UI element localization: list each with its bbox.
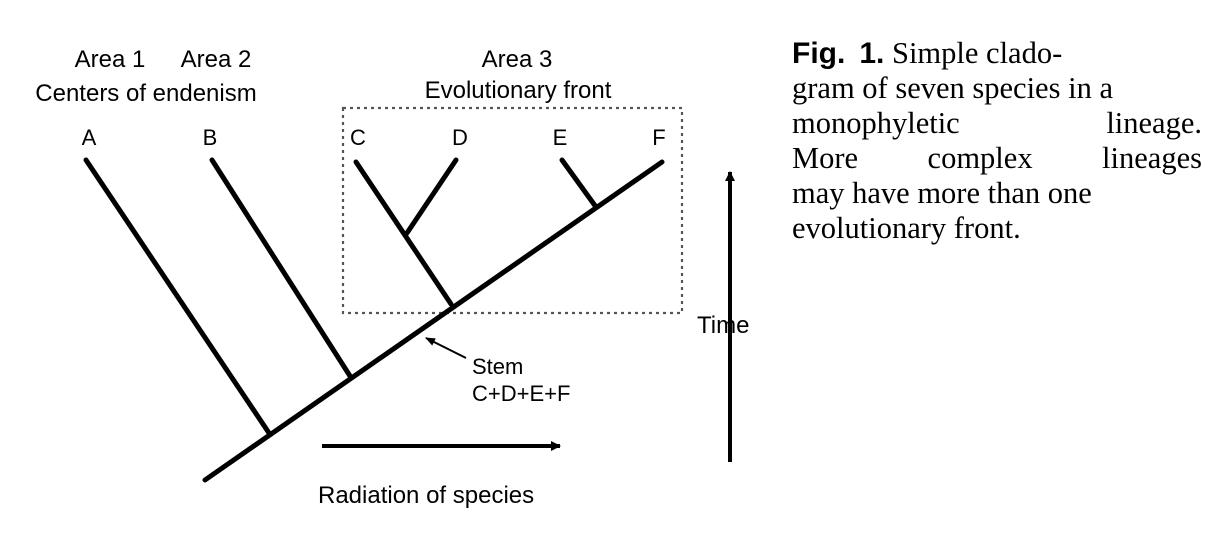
caption-line-4-word-1: More <box>792 141 859 175</box>
caption-line-1-text: Simple clado- <box>891 36 1063 70</box>
figure-number: 1. <box>859 37 885 70</box>
species-b-label: B <box>202 125 218 150</box>
area-3-label: Area 3 <box>481 46 553 73</box>
caption-line-4-word-2: complex <box>927 141 1033 175</box>
radiation-label: Radiation of species <box>318 482 535 509</box>
stem-label: Stem <box>472 354 524 379</box>
species-e-label: E <box>552 125 568 150</box>
main-stem-branch <box>202 159 665 483</box>
branch-b <box>209 157 353 379</box>
figure-caption: Fig. 1. Simple clado- gram of seven speci… <box>792 36 1202 246</box>
caption-line-3: monophyletic lineage. <box>792 106 1202 141</box>
cladogram-diagram <box>83 106 735 483</box>
figure-label: Fig. <box>792 37 846 70</box>
centers-of-endemism-label: Centers of endenism <box>35 80 257 107</box>
caption-line-3-word-1: monophyletic <box>792 106 960 140</box>
branch-a <box>83 157 272 436</box>
caption-line-4: More complex lineages <box>792 141 1202 176</box>
species-f-label: F <box>652 125 666 150</box>
caption-line-6: evolutionary front. <box>792 211 1021 245</box>
evolutionary-front-box <box>341 106 684 315</box>
caption-line-1: Fig. 1. Simple clado- <box>792 36 1202 71</box>
species-c-label: C <box>350 125 366 150</box>
branch-cd <box>353 159 454 307</box>
caption-line-5: may have more than one <box>792 176 1092 210</box>
area-2-label: Area 2 <box>180 46 252 73</box>
stem-pointer-arrow <box>425 337 467 359</box>
caption-line-2: gram of seven species in a <box>792 71 1113 105</box>
evolutionary-front-label: Evolutionary front <box>424 77 612 104</box>
branch-e <box>559 157 599 210</box>
caption-line-3-word-2: lineage. <box>1106 106 1202 140</box>
branch-d <box>404 157 459 236</box>
stem-clade-label: C+D+E+F <box>472 381 571 406</box>
time-label: Time <box>697 312 750 339</box>
area-1-label: Area 1 <box>74 46 146 73</box>
species-d-label: D <box>452 125 468 150</box>
species-a-label: A <box>81 125 97 150</box>
caption-line-4-word-3: lineages <box>1102 141 1202 175</box>
